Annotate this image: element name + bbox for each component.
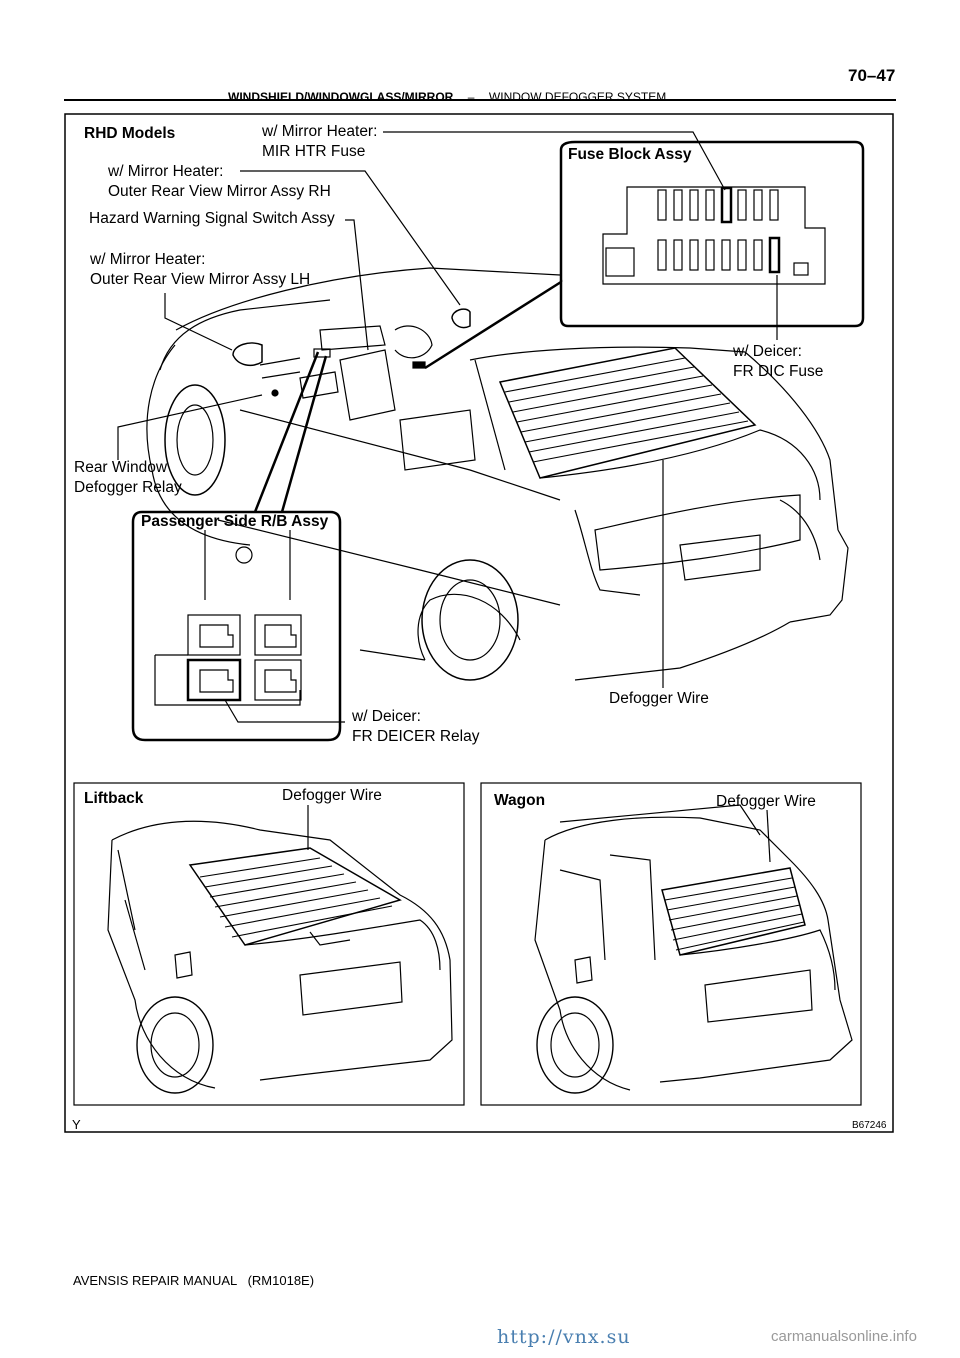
mirror-rh-line2: Outer Rear View Mirror Assy RH (108, 183, 331, 200)
wagon-title: Wagon (494, 792, 546, 809)
deicer-relay-label: w/ Deicer: FR DEICER Relay (352, 707, 479, 747)
fuse-block-title: Fuse Block Assy (568, 146, 692, 163)
rb-assy-callout (131, 510, 342, 742)
mir-htr-fuse-line2: MIR HTR Fuse (262, 143, 366, 160)
dic-fuse-label: w/ Deicer: FR DIC Fuse (733, 342, 823, 382)
wagon-wire-leader (766, 809, 771, 863)
wagon-wire-label: Defogger Wire (716, 793, 816, 810)
rear-wheel (421, 559, 519, 681)
page-number: 70–47 (848, 66, 896, 85)
mirror-rh-label: w/ Mirror Heater: Outer Rear View Mirror… (108, 162, 331, 202)
wagon-panel (480, 782, 862, 1106)
hazard-switch-label: Hazard Warning Signal Switch Assy (89, 210, 335, 227)
mirror-lh-line1: w/ Mirror Heater: (90, 251, 206, 268)
defogger-wire-label: Defogger Wire (609, 690, 709, 707)
fuse-block-mark (412, 361, 426, 369)
liftback-window (188, 847, 402, 946)
deicer-relay-line1: w/ Deicer: (352, 708, 421, 725)
hazard-switch-mark (313, 348, 331, 358)
defogger-relay-line1: Rear Window (74, 459, 168, 476)
watermark-url[interactable]: http://vnx.su (497, 1326, 631, 1348)
front-wheel (164, 384, 226, 496)
watermark-site: carmanualsonline.info (771, 1328, 917, 1345)
license-plate-area (594, 494, 801, 571)
header-separator: – (467, 90, 475, 104)
dic-fuse-line2: FR DIC Fuse (733, 363, 824, 380)
wagon-car-drawing (534, 804, 853, 1094)
defogger-relay-label: Rear Window Defogger Relay (74, 458, 182, 498)
leader-lines (117, 131, 778, 723)
defogger-lines (504, 357, 749, 463)
fuse-block-detail (602, 186, 826, 285)
liftback-wire-label: Defogger Wire (282, 787, 382, 804)
defogger-relay-mark (271, 389, 279, 397)
mirror-rh-line1: w/ Mirror Heater: (108, 163, 224, 180)
seat (399, 409, 476, 471)
mirror-lh-line2: Outer Rear View Mirror Assy LH (90, 271, 311, 288)
rb-assy-title: Passenger Side R/B Assy (141, 513, 329, 530)
liftback-panel (73, 782, 465, 1106)
sedan-car-drawing (146, 267, 849, 681)
mir-htr-fuse-label: w/ Mirror Heater: MIR HTR Fuse (262, 122, 377, 162)
figure-id: B67246 (852, 1120, 887, 1131)
mir-htr-fuse-line1: w/ Mirror Heater: (262, 123, 378, 140)
figure-frame (64, 113, 894, 1133)
fuse-block-callout (424, 140, 865, 370)
defogger-relay-line2: Defogger Relay (74, 479, 182, 496)
mirror-rh (451, 308, 471, 329)
liftback-title: Liftback (84, 790, 144, 807)
dic-fuse-line1: w/ Deicer: (733, 343, 802, 360)
corner-code: Y (72, 1117, 81, 1132)
wagon-window (661, 867, 806, 956)
liftback-car-drawing (107, 820, 453, 1094)
model-title: RHD Models (84, 125, 176, 142)
deicer-relay-line2: FR DEICER Relay (352, 728, 480, 745)
mirror-lh-label: w/ Mirror Heater: Outer Rear View Mirror… (90, 250, 310, 290)
mirror-lh (232, 342, 263, 367)
rb-assy-detail (154, 530, 302, 706)
manual-footer: AVENSIS REPAIR MANUAL (RM1018E) (73, 1273, 315, 1288)
rear-window (498, 347, 757, 479)
